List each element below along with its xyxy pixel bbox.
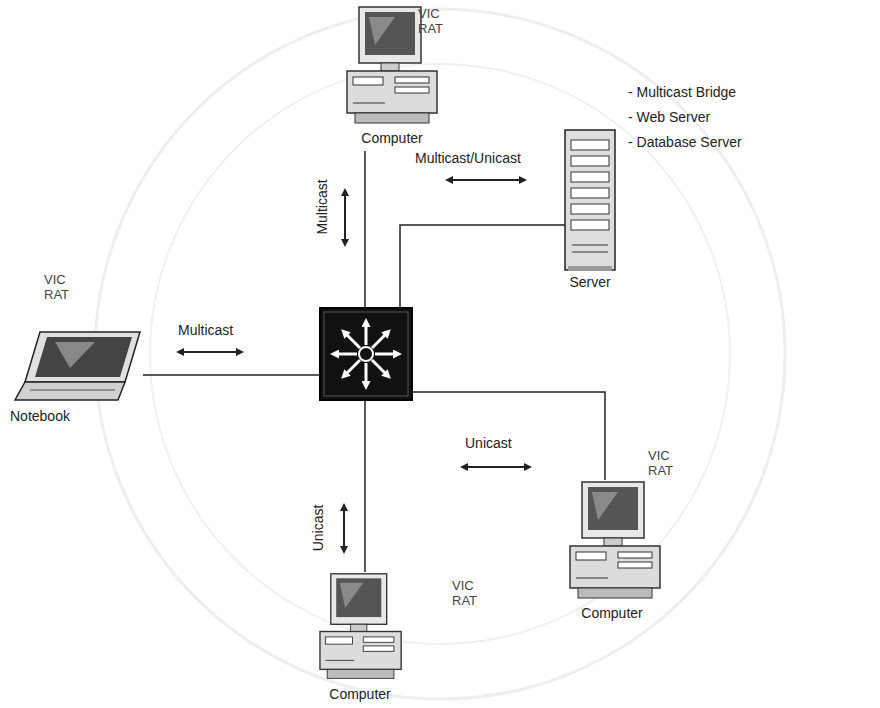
network-link [400,225,565,308]
workstation: VIC RATComputer [315,572,407,682]
device-label: Computer [581,605,642,621]
protocol-label: Unicast [463,435,514,451]
network-link [412,392,605,480]
host-tag: VIC RAT [44,272,69,302]
workstation: VIC RATComputer [568,480,663,602]
notebook: VIC RATNotebook [15,330,143,402]
network-link [364,400,366,572]
protocol-label: Multicast [176,322,235,338]
device-label: Server [569,274,610,290]
network-link [143,374,320,376]
device-label: Computer [361,130,422,146]
service-item: - Web Server [628,109,710,125]
network-link [364,151,366,308]
protocol-label: Unicast [310,503,326,554]
server: - Multicast Bridge- Web Server- Database… [565,130,615,270]
host-tag: VIC RAT [418,6,443,36]
protocol-label: Multicast [314,177,330,236]
device-label: Notebook [10,408,70,424]
workstation: VIC RAT Computer [345,5,440,151]
service-item: - Multicast Bridge [628,84,736,100]
device-label: Computer [329,686,390,702]
protocol-label: Multicast/Unicast [413,150,523,166]
switch [320,308,412,400]
service-item: - Database Server [628,134,742,150]
host-tag: VIC RAT [648,448,673,478]
host-tag: VIC RAT [452,578,477,608]
